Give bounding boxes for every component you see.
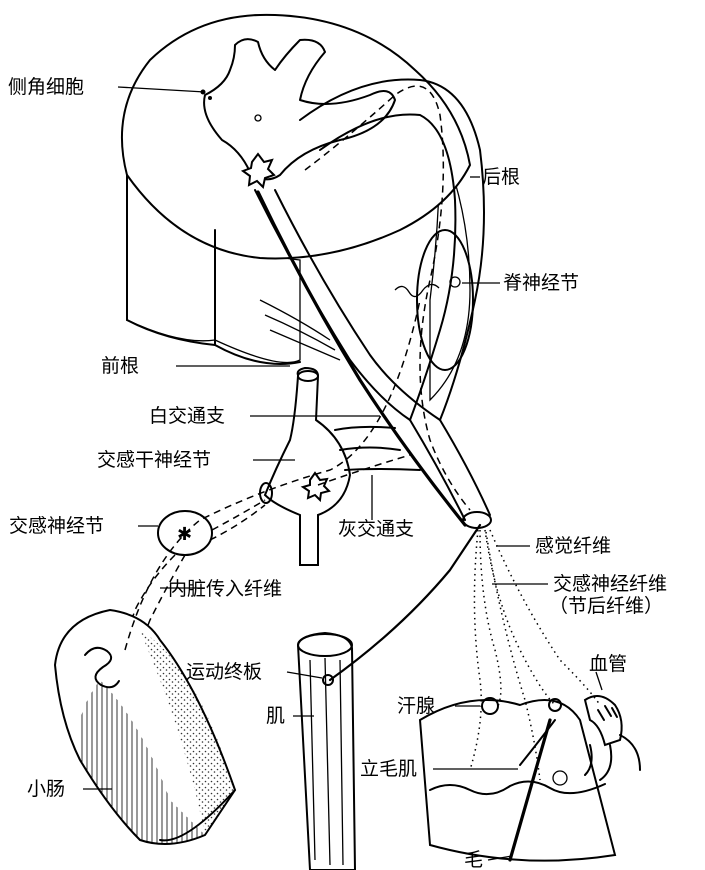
skin-shape: [420, 698, 615, 861]
label-muscle: 肌: [266, 705, 285, 727]
label-postganglionic-fiber: （节后纤维）: [549, 595, 663, 617]
label-sensory-fiber: 感觉纤维: [535, 535, 611, 557]
svg-text:✱: ✱: [177, 524, 192, 545]
label-gray-ramus: 灰交通支: [338, 518, 414, 540]
label-white-ramus: 白交通支: [149, 405, 225, 427]
label-sympathetic-fiber: 交感神经纤维: [553, 573, 667, 595]
label-blood-vessel: 血管: [589, 653, 627, 675]
label-visceral-afferent: 内脏传入纤维: [168, 578, 282, 600]
label-hair: 毛: [464, 849, 483, 870]
spinal-cord: [122, 15, 470, 400]
label-small-intestine: 小肠: [27, 778, 65, 800]
label-sympathetic-trunk-ganglion: 交感干神经节: [97, 449, 211, 471]
label-dorsal-root: 后根: [482, 166, 520, 188]
small-intestine-shape: [55, 610, 235, 844]
label-sympathetic-ganglion: 交感神经节: [9, 515, 104, 537]
label-sweat-gland: 汗腺: [397, 695, 435, 717]
label-arrector-pili: 立毛肌: [360, 758, 417, 780]
label-motor-end-plate: 运动终板: [186, 661, 262, 683]
label-ventral-root: 前根: [101, 355, 139, 377]
label-spinal-ganglion: 脊神经节: [503, 272, 579, 294]
label-lateral-horn-cells: 侧角细胞: [8, 76, 84, 98]
